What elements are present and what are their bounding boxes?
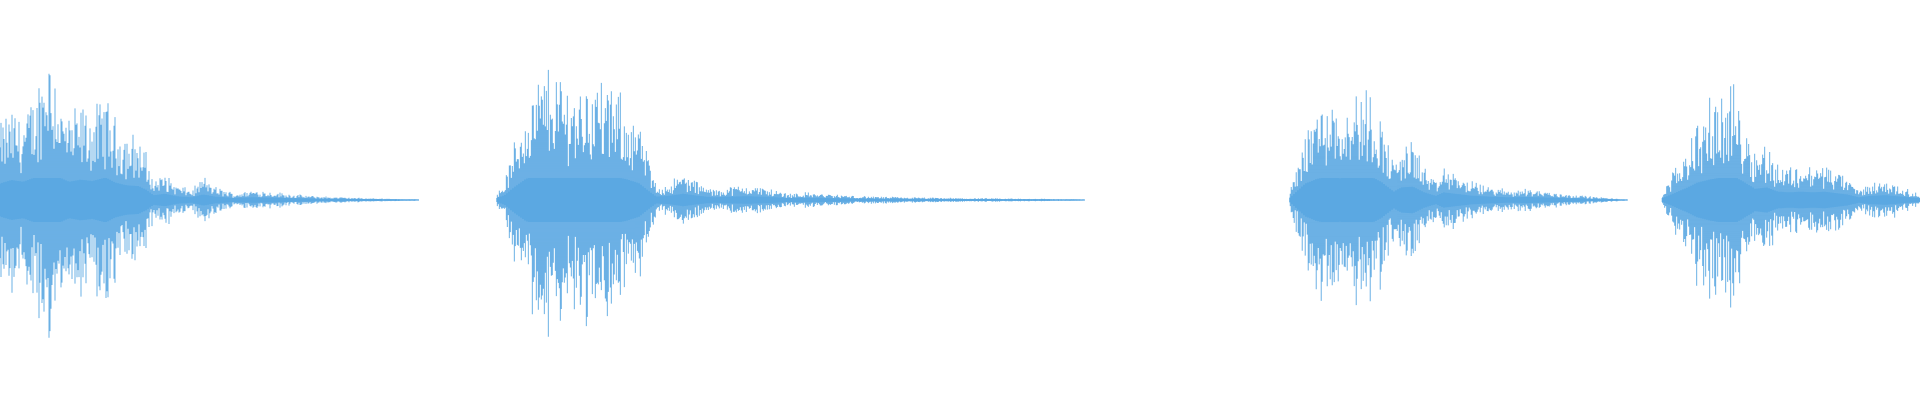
waveform-core — [496, 178, 1085, 222]
waveform-core — [1289, 178, 1628, 222]
waveform-burst-4 — [1661, 84, 1920, 308]
waveform-burst-3 — [1289, 90, 1628, 306]
waveform-core — [1661, 178, 1920, 222]
waveform-burst-2 — [496, 69, 1085, 337]
waveform-burst-1 — [0, 73, 419, 338]
